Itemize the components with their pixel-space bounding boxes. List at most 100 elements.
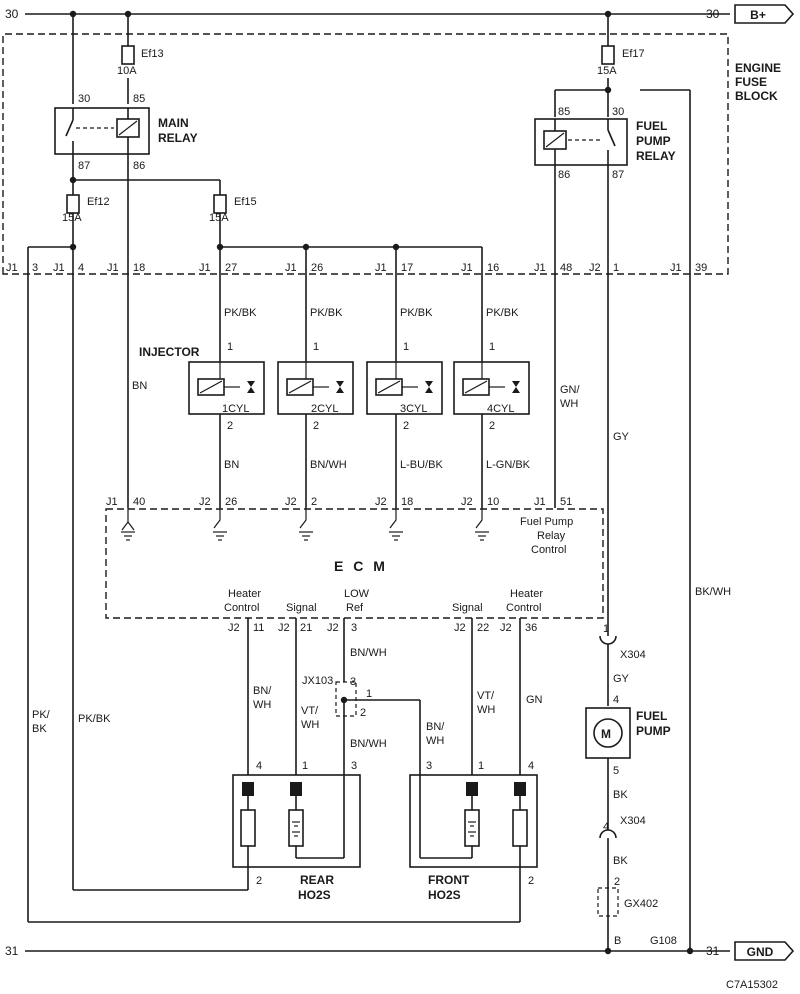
svg-text:17: 17 (401, 262, 413, 274)
fp-relay-pin-30: 30 (612, 106, 624, 118)
svg-text:39: 39 (695, 262, 707, 274)
fuel-pump-circuit: 1 X304 GY 4 M FUEL PUMP 5 BK 4 X304 BK 2… (585, 623, 671, 951)
fuse-ef13 (121, 45, 135, 65)
injector-2cyl: 1 2CYL 2 (277, 341, 354, 508)
svg-text:51: 51 (560, 496, 572, 508)
wire-label-inj4-bot: L-GN/BK (486, 459, 531, 471)
ecm-low-ref-label-2: Ref (346, 602, 364, 614)
svg-text:J1: J1 (53, 262, 65, 274)
ecm-heater-control-label-2: Control (224, 602, 259, 614)
svg-text:2: 2 (614, 876, 620, 888)
ecm-fp-control-3: Control (531, 544, 566, 556)
svg-text:1: 1 (603, 623, 609, 635)
wire-label-bnwh-low: BN/WH (350, 738, 387, 750)
svg-text:2: 2 (528, 875, 534, 887)
fuse-ef12 (66, 194, 80, 214)
svg-text:4: 4 (603, 821, 609, 833)
svg-text:1CYL: 1CYL (222, 403, 250, 415)
svg-text:2: 2 (313, 420, 319, 432)
ground-rail-31: 31 31 GND B G108 (5, 935, 795, 961)
svg-text:J1: J1 (107, 262, 119, 274)
wire-label-inj3-bot: L-BU/BK (400, 459, 443, 471)
wire-label-inj1-bot: BN (224, 459, 239, 471)
fuse-ef17 (601, 45, 615, 65)
ecm-heater-front-label-1: Heater (510, 588, 543, 600)
svg-text:4: 4 (78, 262, 84, 274)
reference-code: C7A15302 (726, 979, 778, 991)
fuse-ef17-name: Ef17 (622, 48, 645, 60)
fp-relay-pin-85: 85 (558, 106, 570, 118)
wire-label-vtwh-rear-2: WH (301, 719, 319, 731)
svg-text:2: 2 (403, 420, 409, 432)
svg-text:J2: J2 (461, 496, 473, 508)
svg-text:HO2S: HO2S (428, 888, 461, 902)
svg-text:J1: J1 (375, 262, 387, 274)
svg-text:3: 3 (350, 676, 356, 688)
svg-text:1: 1 (403, 341, 409, 353)
injector-3cyl: 1 3CYL 2 (366, 341, 443, 508)
fuse-ef15-name: Ef15 (234, 196, 257, 208)
fp-relay-label-2: PUMP (636, 134, 671, 148)
ecm-fp-control-1: Fuel Pump (520, 516, 573, 528)
fuse-ef17-rating: 15A (597, 65, 617, 77)
svg-text:2: 2 (489, 420, 495, 432)
svg-text:J1: J1 (534, 262, 546, 274)
gnd-label: GND (747, 945, 774, 959)
svg-text:18: 18 (133, 262, 145, 274)
fp-relay-pin-87: 87 (612, 169, 624, 181)
svg-text:4CYL: 4CYL (487, 403, 515, 415)
svg-text:BK: BK (613, 789, 628, 801)
fuse-ef12-name: Ef12 (87, 196, 110, 208)
svg-text:J2: J2 (375, 496, 387, 508)
svg-text:26: 26 (225, 496, 237, 508)
ground-b-label: B (614, 935, 621, 947)
svg-text:3: 3 (426, 760, 432, 772)
wire-label-vtwh-front-2: WH (477, 704, 495, 716)
svg-text:J1: J1 (670, 262, 682, 274)
svg-text:J2: J2 (454, 622, 466, 634)
terminal-31-left: 31 (5, 944, 19, 958)
svg-text:PUMP: PUMP (636, 724, 671, 738)
svg-text:REAR: REAR (300, 873, 334, 887)
ecm-title: E C M (334, 558, 388, 574)
terminal-30-left: 30 (5, 7, 19, 21)
svg-text:J1: J1 (285, 262, 297, 274)
jx103-splice: JX103 3 1 2 (302, 675, 421, 775)
wire-label-bnwh-rear-1: BN/ (253, 685, 272, 697)
svg-text:X304: X304 (620, 649, 646, 661)
wire-label-bnwh-front-2: WH (426, 735, 444, 747)
wire-label-gn: GN (526, 694, 543, 706)
svg-text:3: 3 (351, 622, 357, 634)
svg-text:3: 3 (351, 760, 357, 772)
wire-label-vtwh-rear-1: VT/ (301, 705, 319, 717)
svg-text:27: 27 (225, 262, 237, 274)
fuel-pump-relay: Ef17 15A 85 30 FUEL PUMP RELAY 86 87 (534, 14, 676, 636)
svg-text:J2: J2 (500, 622, 512, 634)
fp-relay-label-1: FUEL (636, 119, 667, 133)
fuse-block-label-2: FUSE (735, 75, 767, 89)
svg-text:J2: J2 (589, 262, 601, 274)
wire-label-gnwh-2: WH (560, 398, 578, 410)
injector-4cyl: 1 4CYL 2 (453, 341, 530, 508)
svg-text:3: 3 (32, 262, 38, 274)
svg-text:J2: J2 (199, 496, 211, 508)
svg-text:18: 18 (401, 496, 413, 508)
gnd-flag (734, 941, 795, 961)
terminal-31-right: 31 (706, 944, 720, 958)
ecm-fp-control-2: Relay (537, 530, 566, 542)
svg-text:J1: J1 (461, 262, 473, 274)
svg-text:J2: J2 (285, 496, 297, 508)
main-relay: Ef13 10A 30 85 MAIN RELAY 87 86 (54, 14, 221, 508)
ecm-heater-front-label-2: Control (506, 602, 541, 614)
wire-label-pkbk-a2: BK (32, 723, 47, 735)
wire-label-bnwh-top: BN/WH (350, 647, 387, 659)
wire-label-bnwh-front-1: BN/ (426, 721, 445, 733)
fuse-ef13-rating: 10A (117, 65, 137, 77)
wire-label-inj1-top: PK/BK (224, 307, 257, 319)
wire-label-pkbk-a1: PK/ (32, 709, 51, 721)
main-relay-pin-30: 30 (78, 93, 90, 105)
ground-g108-label: G108 (650, 935, 677, 947)
main-relay-label-1: MAIN (158, 116, 189, 130)
